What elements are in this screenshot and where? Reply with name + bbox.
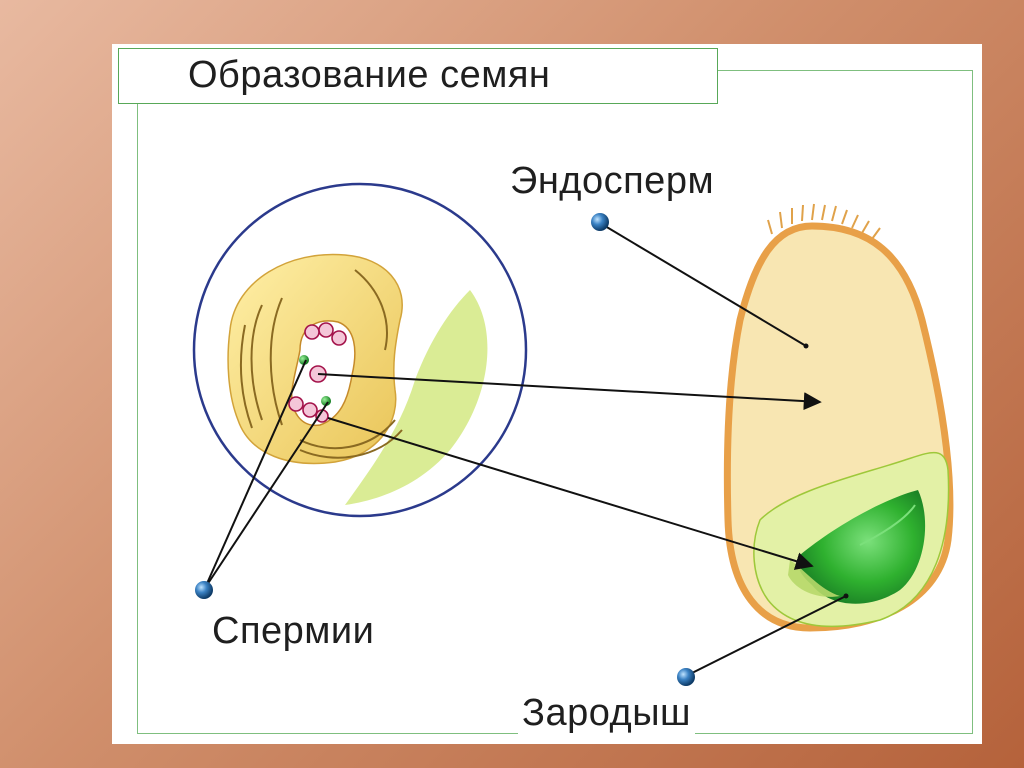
label-sperm: Спермии	[208, 610, 378, 653]
seed	[727, 204, 950, 628]
ovule-magnified-circle	[194, 184, 526, 516]
label-embryo: Зародыш	[518, 692, 695, 735]
label-endosperm: Эндосперм	[506, 160, 718, 203]
embryo-pointer-dot	[677, 668, 695, 686]
endosperm-pointer-dot	[591, 213, 609, 231]
sperm-pointer-dot	[195, 581, 213, 599]
